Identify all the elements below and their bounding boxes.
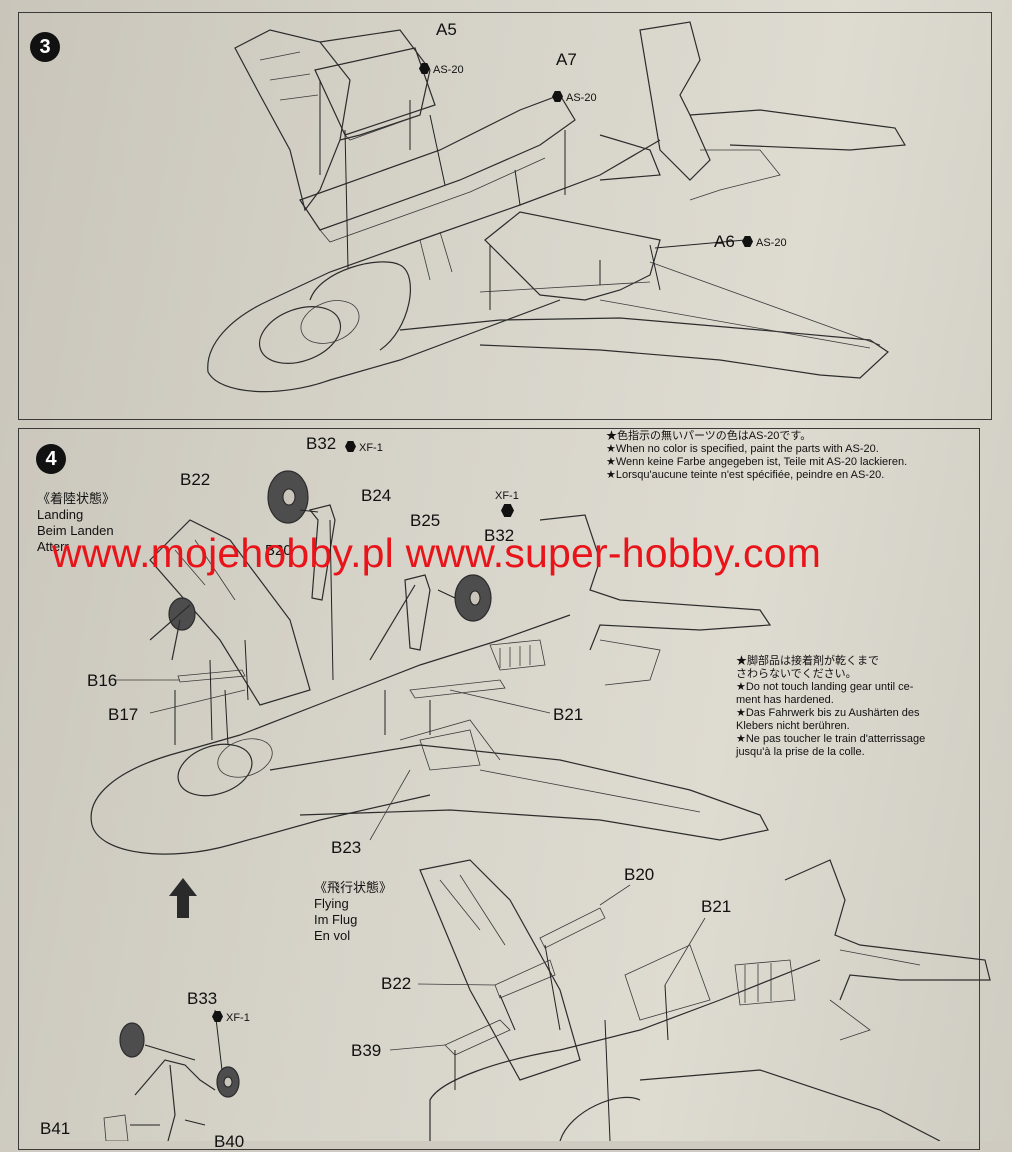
part-label-b17: B17 (108, 705, 139, 724)
step-3-aircraft-drawing (207, 21, 906, 393)
paint-hex-icon (419, 63, 430, 74)
part-label-b39: B39 (351, 1041, 382, 1060)
paint-hex-icon (742, 236, 753, 247)
part-label-b32-right: B32 (484, 526, 515, 545)
paint-callout-b33: XF-1 (212, 1011, 250, 1024)
part-label-b41: B41 (40, 1119, 71, 1138)
landing-mode-caption: 《着陸状態》 Landing Beim Landen Atterr (37, 491, 116, 554)
paint-callout-a6: AS-20 (742, 236, 787, 249)
part-label-b22-landing: B22 (180, 470, 211, 489)
landing-gear-note: ★脚部品は接着剤が乾くまで さわらないでください。 ★Do not touch … (736, 655, 926, 758)
step-4-number: 4 (36, 444, 66, 474)
paint-hex-icon (212, 1011, 223, 1022)
color-note: ★色指示の無いパーツの色はAS-20です。 ★When no color is … (606, 430, 908, 481)
part-label-a5: A5 (436, 20, 457, 39)
paint-hex-icon (552, 91, 563, 102)
part-label-b22-flying: B22 (381, 974, 412, 993)
part-label-b32-top: B32 (306, 434, 337, 453)
paint-hex-icon (345, 441, 356, 452)
part-label-b21-landing: B21 (553, 705, 584, 724)
paint-callout-a5: AS-20 (419, 63, 464, 76)
part-label-b33: B33 (187, 989, 218, 1008)
step-4-flying-aircraft-drawing (103, 859, 991, 1141)
part-label-a7: A7 (556, 50, 577, 69)
part-label-b16: B16 (87, 671, 118, 690)
paint-callout-a7: AS-20 (552, 91, 597, 104)
part-label-b20-flying: B20 (624, 865, 655, 884)
paint-callout-b32-top: XF-1 (345, 441, 383, 454)
step-3-number: 3 (30, 32, 60, 62)
paint-callout-b32-right: XF-1 (495, 490, 519, 502)
step-3-panel (18, 12, 992, 420)
part-label-b24: B24 (361, 486, 392, 505)
part-label-b23: B23 (331, 838, 362, 857)
part-label-a6: A6 (714, 232, 735, 251)
part-label-b40: B40 (214, 1132, 245, 1151)
paint-hex-icon (501, 504, 514, 517)
part-label-b25: B25 (410, 511, 441, 530)
step-4-landing-aircraft-drawing (90, 470, 772, 918)
part-label-b21-flying: B21 (701, 897, 732, 916)
part-label-b20-landing: B20 (265, 542, 292, 559)
flying-mode-caption: 《飛行状態》 Flying Im Flug En vol (314, 880, 393, 943)
watermark-text: www.mojehobby.pl www.super-hobby.com (52, 530, 822, 576)
